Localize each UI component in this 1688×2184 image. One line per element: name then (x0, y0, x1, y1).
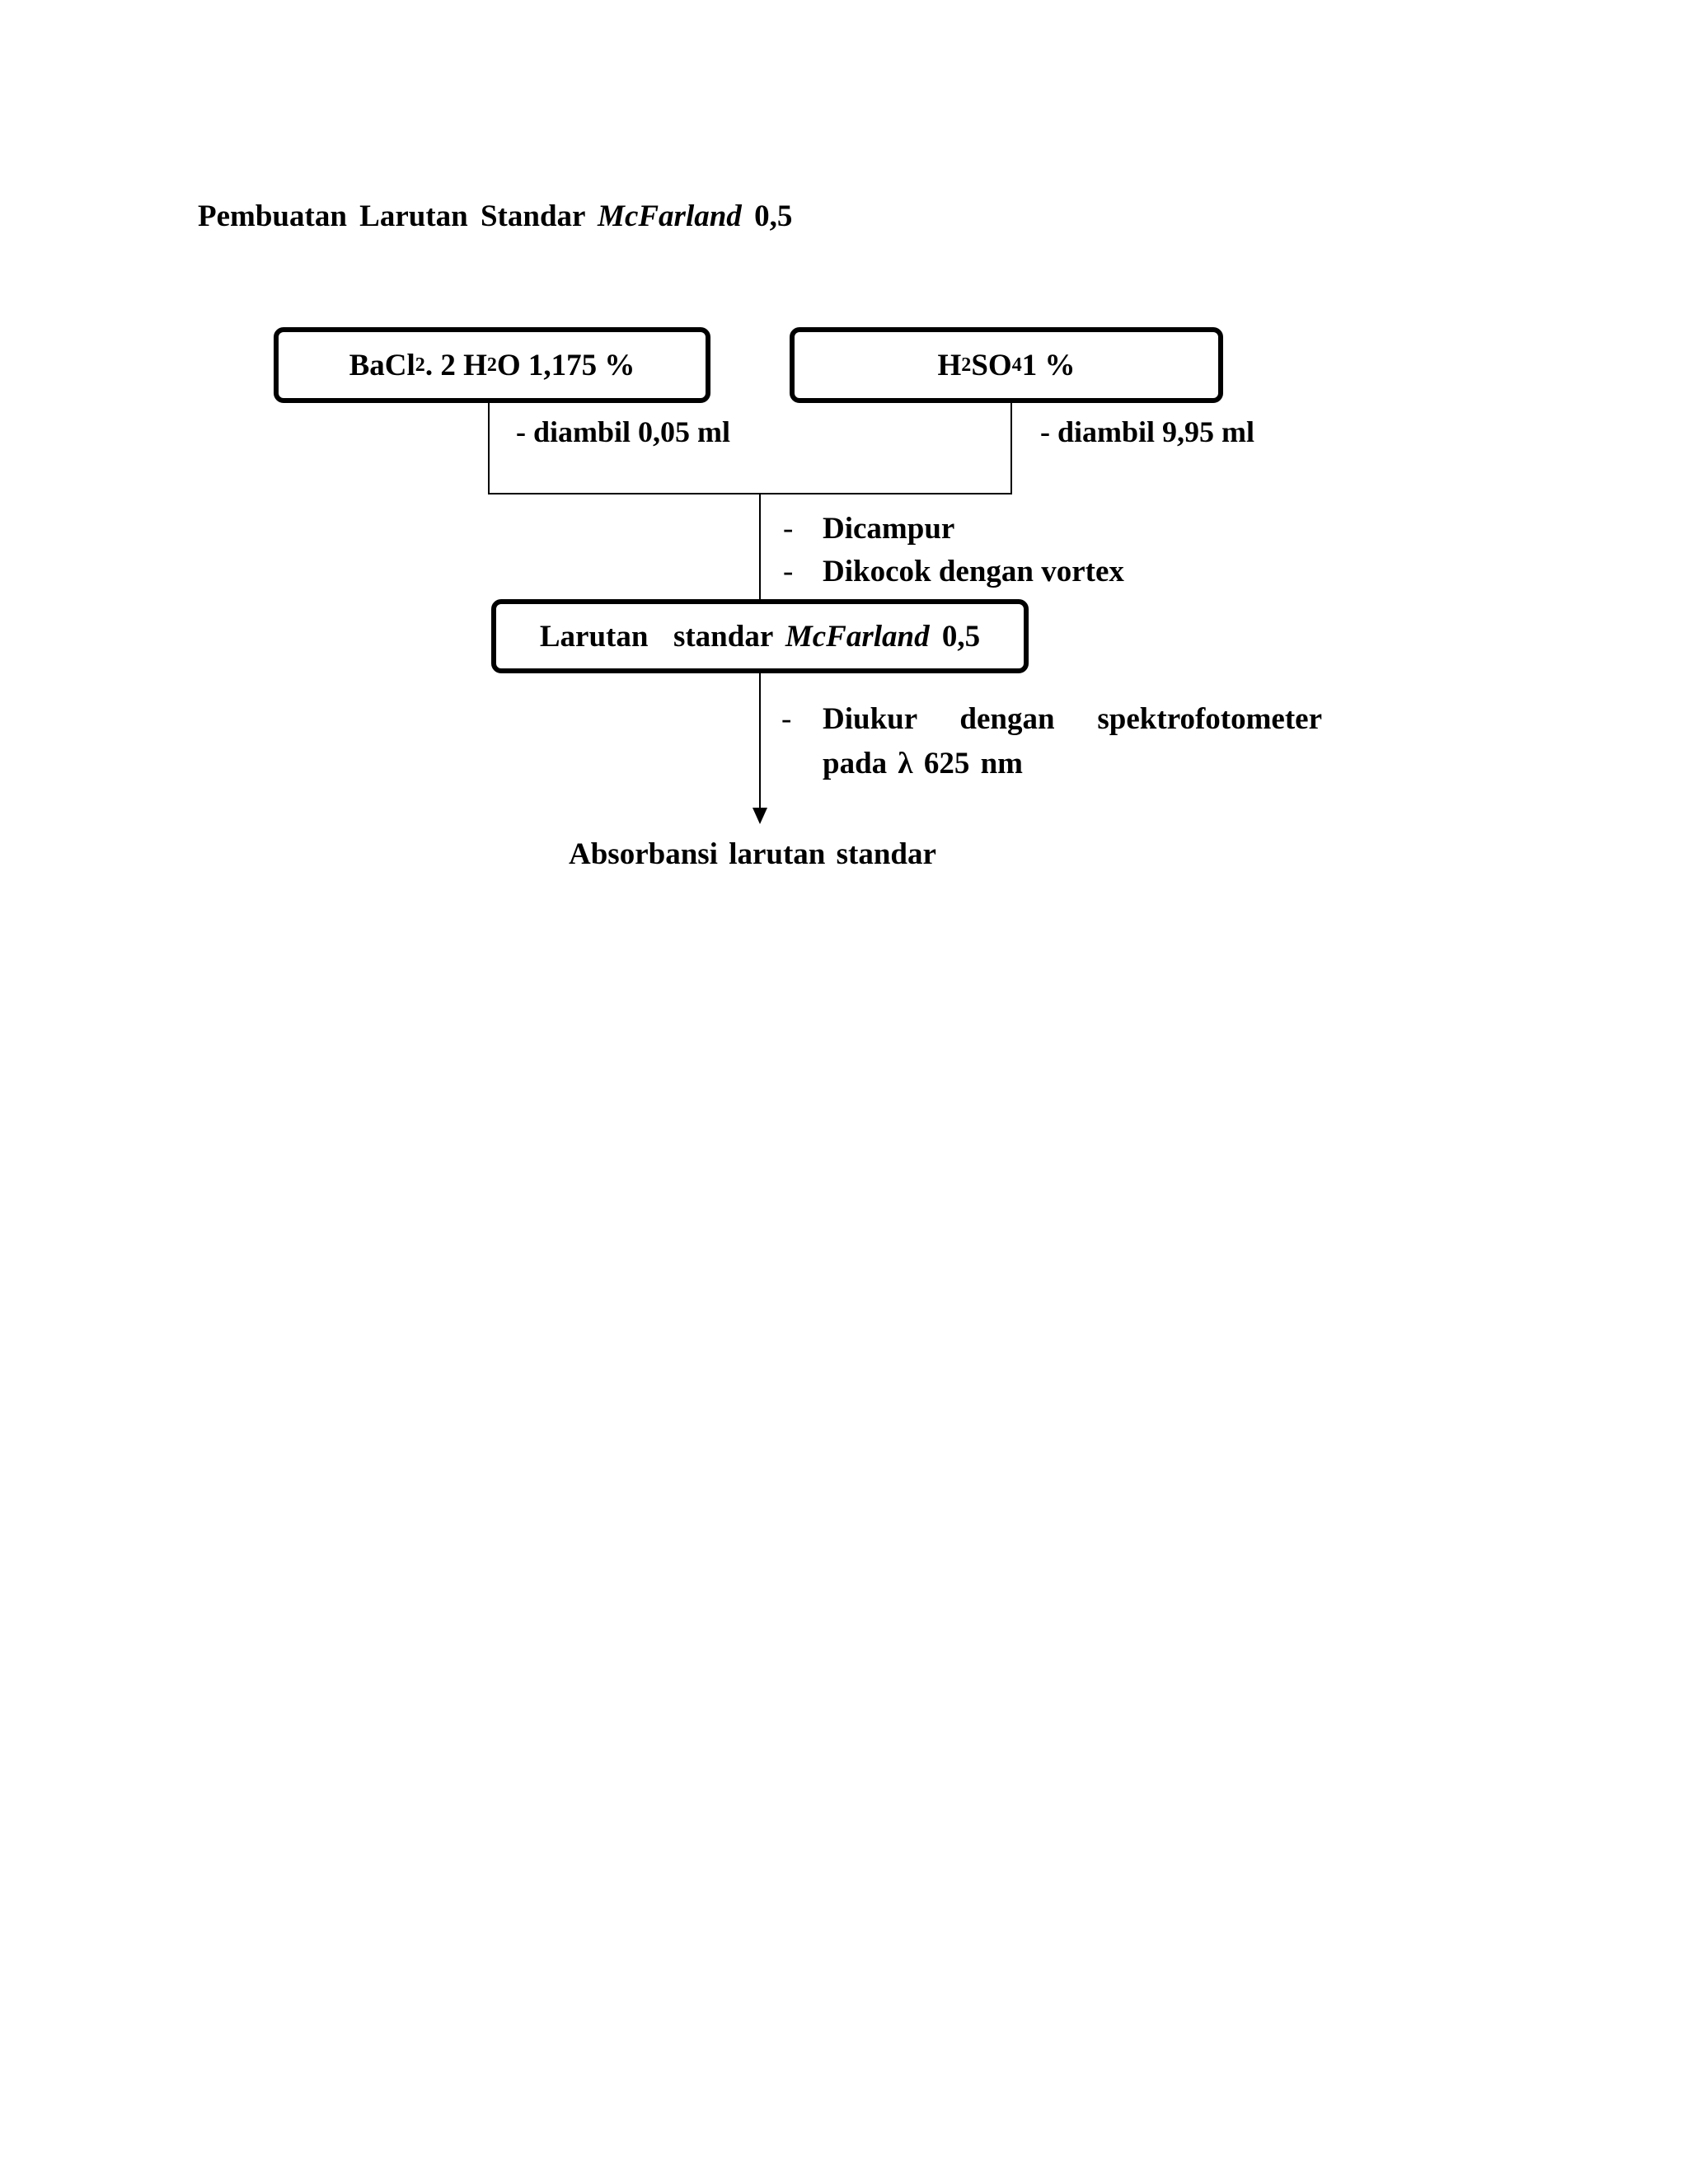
h2so4-volume-note: - diambil 9,95 ml (1040, 415, 1255, 448)
measurement-step: - Diukur dengan spektrofotometer pada λ … (781, 697, 1322, 786)
mixing-steps: -Dicampur -Dikocok dengan vortex (783, 508, 1124, 593)
arrow-head (753, 808, 767, 824)
mixing-step: -Dicampur (783, 512, 955, 546)
measurement-step-text: Diukur dengan spektrofotometer pada λ 62… (823, 702, 1322, 780)
bacl2-volume-note: - diambil 0,05 ml (516, 415, 731, 448)
page-title: Pembuatan Larutan Standar McFarland 0,5 (198, 199, 793, 233)
result-label: Absorbansi larutan standar (569, 837, 936, 871)
mcfarland-standard-box: Larutan standar McFarland 0,5 (491, 599, 1029, 673)
mixing-step: -Dikocok dengan vortex (783, 555, 1124, 588)
